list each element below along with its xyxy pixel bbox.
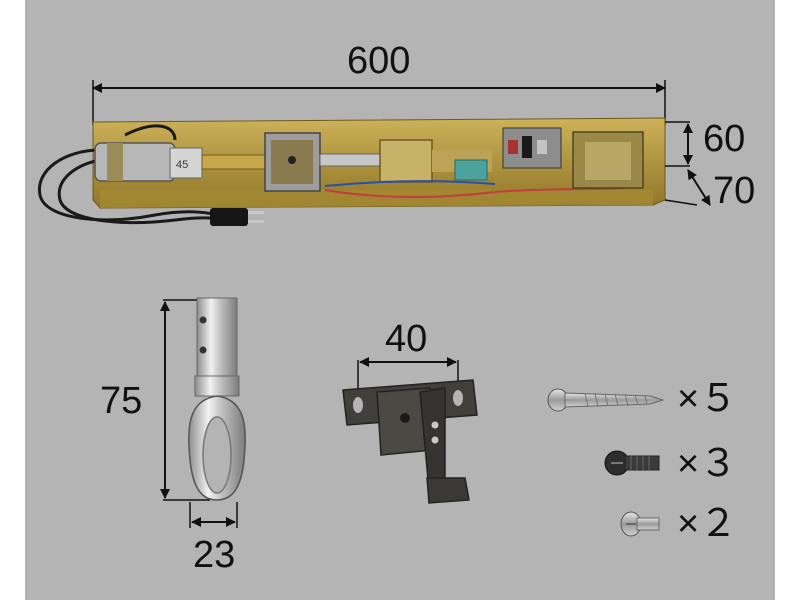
screw-long-qty-label: ×５: [677, 378, 738, 420]
bracket-width-label: 40: [385, 318, 428, 360]
rod-length-label: 75: [100, 380, 143, 422]
rod-width-label: 23: [193, 534, 236, 576]
small-screw: [620, 511, 660, 537]
dimension-depth-label: 70: [713, 170, 756, 212]
machine-screw: [604, 450, 660, 476]
dimension-60-line: [665, 121, 693, 167]
product-photo: 45: [25, 0, 775, 600]
dimension-height-label: 60: [703, 118, 746, 160]
long-wood-screw: [547, 388, 665, 412]
dimension-length-label: 600: [347, 40, 411, 82]
ring-rod-fitting: [160, 297, 246, 528]
lock-unit-assembly: 45: [38, 117, 666, 226]
parts-illustration: 45: [38, 80, 711, 537]
svg-text:45: 45: [176, 159, 188, 171]
screw-small-qty-label: ×２: [677, 503, 738, 545]
screw-machine-qty-label: ×３: [677, 443, 738, 485]
mounting-bracket: [342, 357, 478, 504]
dimension-70-line: [664, 169, 711, 206]
